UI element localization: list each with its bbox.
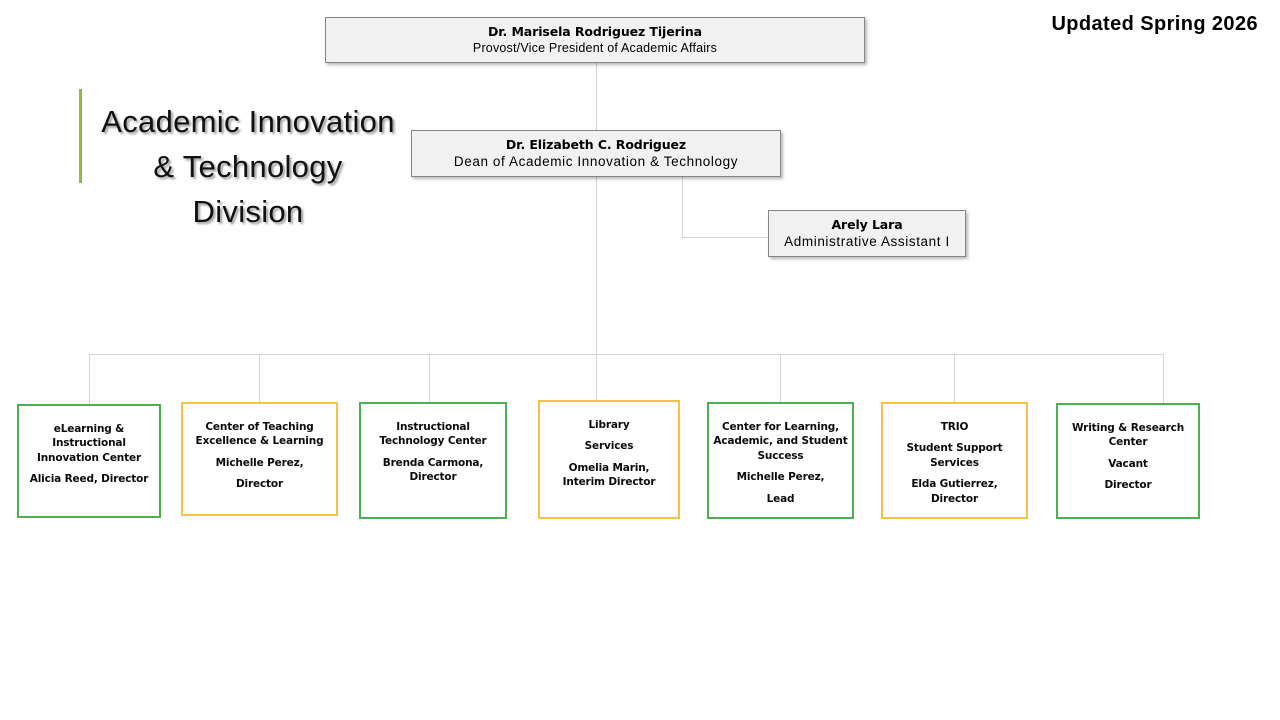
- unit-line: Services: [930, 456, 979, 469]
- connector-drop-7: [1163, 354, 1164, 406]
- connector-drop-4: [596, 354, 597, 406]
- node-admin-assistant-name: Arely Lara: [831, 216, 903, 232]
- unit-staff: Michelle Perez,: [215, 456, 304, 469]
- node-dean-role: Dean of Academic Innovation & Technology: [453, 153, 739, 169]
- division-title-line-2: & Technology: [153, 148, 343, 184]
- updated-label: Updated Spring 2026: [1051, 13, 1258, 35]
- unit-line: Technology Center: [379, 435, 487, 448]
- connector-drop-6: [954, 354, 955, 406]
- node-admin-assistant-role: Administrative Assistant I: [784, 233, 950, 249]
- node-provost-role: Provost/Vice President of Academic Affai…: [472, 40, 718, 55]
- unit-staff: Interim Director: [562, 476, 656, 489]
- unit-staff: Director: [235, 478, 284, 491]
- unit-staff: Alicia Reed, Director: [29, 473, 149, 486]
- unit-instructional-technology-center[interactable]: Instructional Technology Center Brenda C…: [359, 402, 507, 519]
- node-admin-assistant[interactable]: Arely Lara Administrative Assistant I: [768, 210, 966, 257]
- unit-line: Academic, and Student: [713, 435, 848, 448]
- unit-line: Center: [1108, 436, 1148, 449]
- unit-line: Innovation Center: [36, 451, 142, 464]
- connector-dean-trunk: [596, 177, 597, 355]
- unit-line: Student Support: [906, 442, 1003, 455]
- unit-line: Excellence & Learning: [195, 435, 324, 448]
- unit-staff: Elda Gutierrez,: [911, 478, 998, 491]
- connector-provost-to-dean: [596, 63, 597, 130]
- unit-staff: Omelia Marin,: [568, 461, 650, 474]
- unit-trio-student-support-services[interactable]: TRIO Student Support Services Elda Gutie…: [881, 402, 1028, 519]
- node-dean[interactable]: Dr. Elizabeth C. Rodriguez Dean of Acade…: [411, 130, 781, 177]
- unit-library-services[interactable]: Library Services Omelia Marin, Interim D…: [538, 400, 680, 519]
- unit-staff: Director: [1104, 479, 1152, 492]
- unit-staff: Director: [409, 471, 457, 484]
- connector-dean-to-assistant-horizontal: [682, 237, 768, 238]
- connector-drop-3: [429, 354, 430, 406]
- unit-elearning-instructional-innovation-center[interactable]: eLearning & Instructional Innovation Cen…: [17, 404, 161, 518]
- connector-dean-to-assistant-vertical: [682, 177, 683, 237]
- node-dean-name: Dr. Elizabeth C. Rodriguez: [505, 136, 687, 152]
- unit-staff: Brenda Carmona,: [382, 456, 484, 469]
- division-title: Academic Innovation & Technology Divisio…: [88, 100, 408, 235]
- unit-center-of-teaching-excellence-learning[interactable]: Center of Teaching Excellence & Learning…: [181, 402, 338, 516]
- unit-line: Instructional: [52, 437, 126, 450]
- unit-line: Success: [757, 449, 804, 462]
- unit-line: Center for Learning,: [721, 421, 839, 433]
- unit-center-for-learning-academic-student-success[interactable]: Center for Learning, Academic, and Stude…: [707, 402, 854, 519]
- unit-line: Instructional: [396, 421, 470, 433]
- connector-drop-5: [780, 354, 781, 406]
- unit-staff: Michelle Perez,: [736, 471, 825, 484]
- unit-staff: Lead: [766, 492, 795, 505]
- unit-staff: Vacant: [1108, 457, 1148, 470]
- unit-writing-research-center[interactable]: Writing & Research Center Vacant Directo…: [1056, 403, 1200, 519]
- connector-drop-2: [259, 354, 260, 406]
- unit-line: Center of Teaching: [205, 421, 314, 433]
- unit-line: Library: [588, 419, 630, 431]
- connector-distribution-bar: [89, 354, 1164, 355]
- unit-staff: Director: [930, 492, 979, 505]
- node-provost[interactable]: Dr. Marisela Rodriguez Tijerina Provost/…: [325, 17, 865, 63]
- division-title-line-3: Division: [192, 193, 304, 229]
- unit-line: Services: [584, 440, 634, 453]
- unit-line: eLearning &: [53, 423, 125, 435]
- connector-drop-1: [89, 354, 90, 406]
- node-provost-name: Dr. Marisela Rodriguez Tijerina: [488, 24, 702, 40]
- unit-line: TRIO: [940, 421, 969, 433]
- unit-line: Writing & Research: [1071, 422, 1185, 434]
- division-title-accent-bar: [79, 89, 82, 183]
- division-title-line-1: Academic Innovation: [101, 104, 395, 139]
